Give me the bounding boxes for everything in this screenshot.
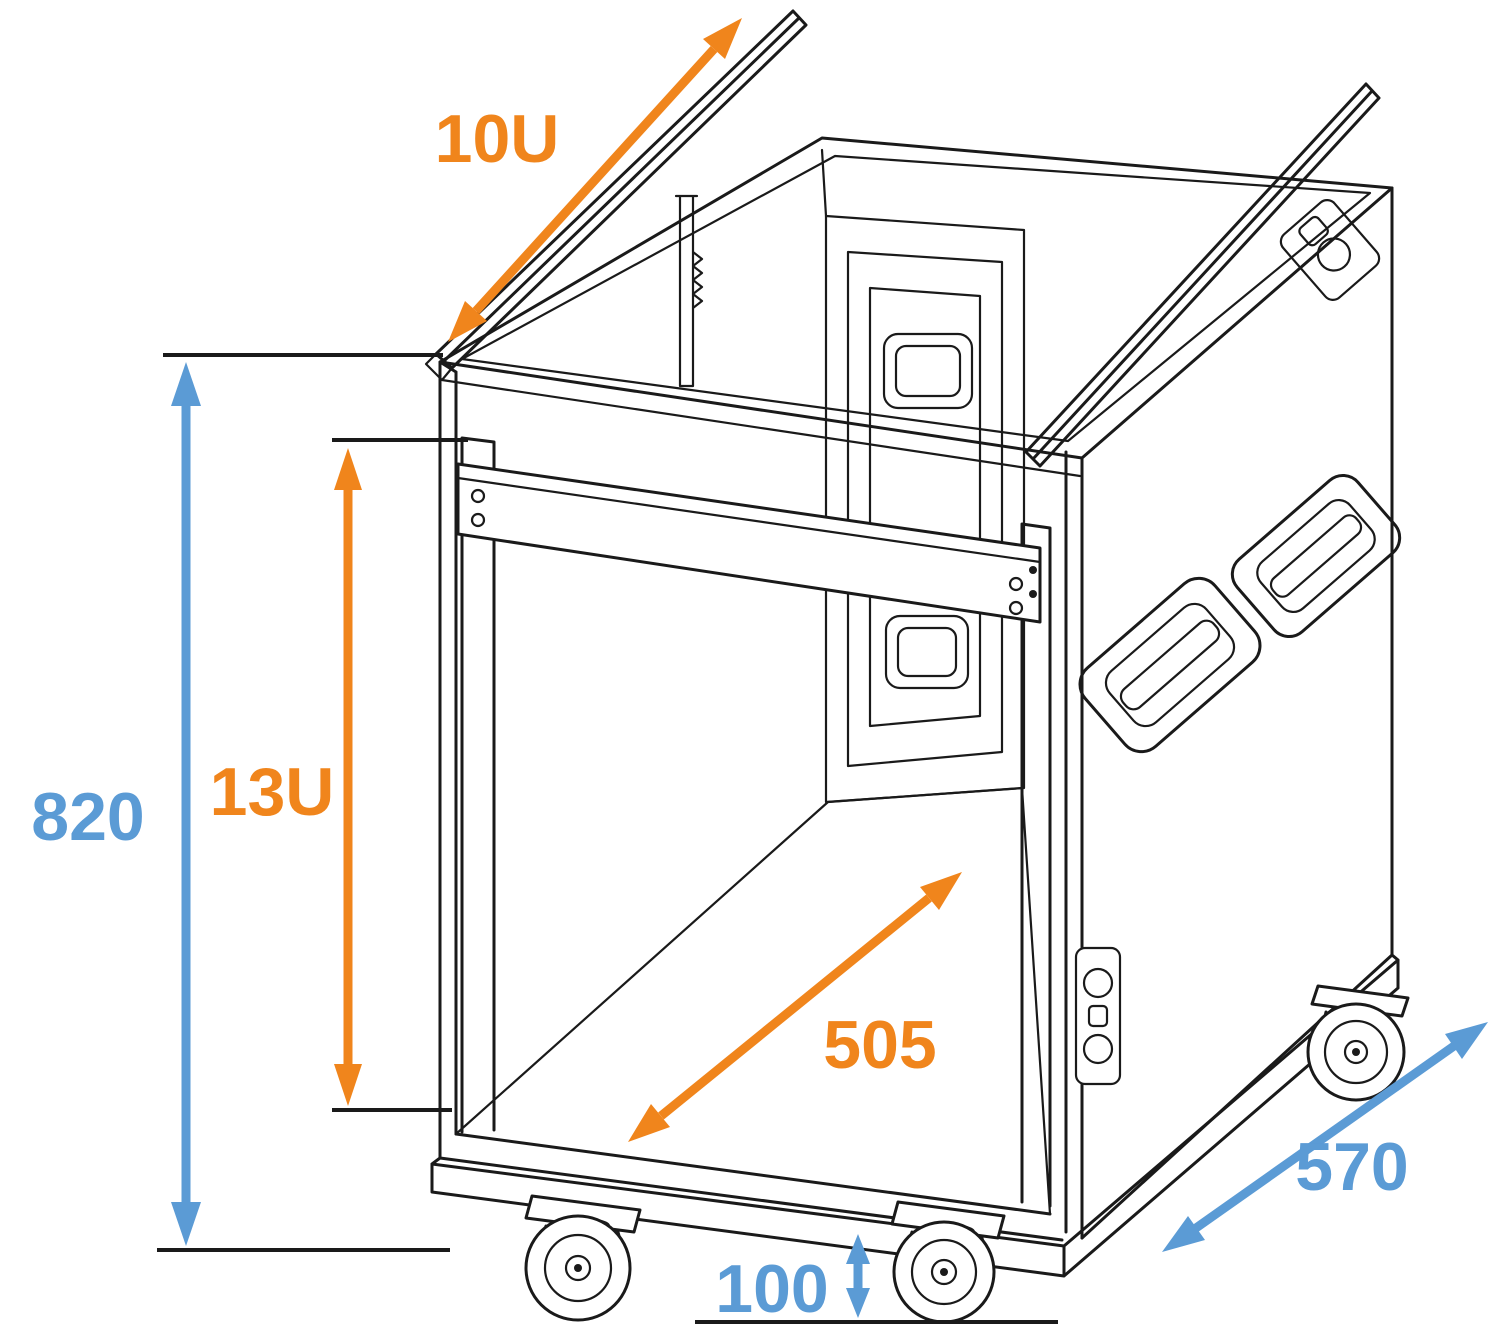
caster-front-right — [890, 1200, 1006, 1324]
dim-front-rack: 13U — [210, 448, 362, 1106]
caster-hub — [564, 1254, 592, 1282]
front-left-rack-rail — [460, 436, 496, 1134]
lid-rails — [424, 9, 1381, 468]
latch-plate — [1279, 199, 1381, 301]
top-rim-outer — [438, 136, 1394, 460]
dim-arrowhead — [703, 18, 742, 59]
top-rim-front-face — [440, 378, 1082, 478]
interior-rim-connector — [820, 148, 828, 218]
caster-wheel-rim — [1323, 1019, 1389, 1085]
caster-axle — [1352, 1048, 1360, 1056]
spring-handle-upper — [1230, 474, 1402, 638]
latch-dish — [1082, 1033, 1114, 1065]
dim-arrowhead — [1445, 1022, 1488, 1059]
handle-grip — [1119, 619, 1221, 711]
right-lid-rail — [1024, 82, 1381, 468]
case-shell — [430, 136, 1400, 1278]
brace-screw — [1029, 590, 1037, 598]
interior-handle-cutout-bottom-inner — [896, 626, 958, 678]
rack-rails-front — [460, 436, 1052, 1208]
case-drawing — [424, 9, 1410, 1324]
interior-back-recess-mid — [846, 250, 1004, 768]
casters — [524, 984, 1410, 1324]
caster-plate — [890, 1200, 1006, 1240]
dim-label-outer-depth: 570 — [1295, 1129, 1408, 1205]
caster-rear-right — [1306, 984, 1410, 1102]
panel-hardware — [1074, 199, 1402, 1086]
brace-screw-hole — [1008, 576, 1024, 592]
interior-handle-cutout-bottom-outer — [884, 614, 970, 690]
dim-arrowhead — [920, 872, 962, 910]
brace-screw-hole — [1008, 600, 1024, 616]
caster-wheel-rim — [543, 1233, 613, 1303]
handle-recess-outer — [1078, 576, 1262, 754]
dim-arrowhead — [846, 1234, 870, 1264]
top-rim-inner — [460, 154, 1372, 443]
interior-handle-cutout-top-inner — [894, 344, 962, 398]
handle-grip — [1269, 514, 1363, 598]
dim-line — [658, 894, 932, 1120]
handle-recess-inner — [1104, 602, 1236, 728]
caster-hub — [1343, 1039, 1369, 1065]
dim-arrowhead — [171, 1202, 201, 1246]
dim-caster-height: 100 — [715, 1234, 870, 1327]
dim-outer-depth: 570 — [1162, 1022, 1488, 1252]
left-lid-rail — [434, 9, 808, 370]
butterfly-latch-top — [1279, 199, 1381, 301]
front-right-rack-rail — [1020, 522, 1052, 1208]
caster-wheel-rim — [910, 1238, 978, 1306]
rack-brace-top-lip — [456, 476, 1042, 564]
base-skid — [430, 953, 1400, 1278]
reference-lines — [157, 353, 1058, 1324]
dim-overall-height: 820 — [31, 362, 201, 1246]
handle-recess-inner — [1256, 498, 1376, 614]
latch-plate — [1074, 946, 1122, 1086]
dim-label-front-rack: 13U — [210, 754, 335, 830]
latch-dish — [1316, 237, 1352, 272]
dim-arrowhead — [1162, 1216, 1205, 1252]
dim-label-overall-height: 820 — [31, 779, 144, 855]
interior-floor — [454, 786, 1052, 1216]
front-left-edge — [438, 360, 458, 1160]
dim-arrowhead — [334, 448, 362, 490]
latch-tongue — [1298, 215, 1329, 247]
lid-stay-ratchet-strut — [674, 194, 704, 388]
front-brace — [456, 462, 1042, 624]
caster-plate — [1310, 984, 1410, 1018]
rack-brace-plank — [456, 462, 1042, 624]
dim-top-rack: 10U — [435, 18, 742, 342]
dim-arrowhead — [171, 362, 201, 406]
caster-axle — [574, 1264, 582, 1272]
dim-arrowhead — [846, 1288, 870, 1318]
dim-line — [1193, 1042, 1457, 1232]
brace-screw-hole — [470, 512, 486, 528]
left-lid-rail-end-cap — [424, 352, 454, 382]
dim-label-top-rack: 10U — [435, 101, 560, 177]
latch-tongue — [1087, 1004, 1109, 1028]
interior — [454, 148, 1052, 1216]
caster-plate — [524, 1194, 642, 1234]
butterfly-latch-front-edge — [1074, 946, 1122, 1086]
dim-arrowhead — [334, 1064, 362, 1106]
latch-dish — [1082, 967, 1114, 999]
caster-hub — [930, 1258, 958, 1286]
brace-screw — [1029, 566, 1037, 574]
dim-arrowhead — [628, 1104, 670, 1142]
spring-handle-lower — [1078, 576, 1262, 754]
dim-label-inner-depth: 505 — [823, 1007, 936, 1083]
handle-recess-outer — [1230, 474, 1402, 638]
caster-axle — [940, 1268, 948, 1276]
brace-screw-hole — [470, 488, 486, 504]
front-right-edge — [1064, 450, 1084, 1240]
dim-inner-depth: 505 — [628, 872, 962, 1142]
interior-handle-cutout-top-outer — [882, 332, 974, 410]
dim-line — [472, 45, 718, 315]
caster-front-left — [524, 1194, 642, 1322]
dim-label-caster-height: 100 — [715, 1251, 828, 1327]
dim-arrowhead — [448, 301, 487, 342]
interior-back-recess-outer — [824, 214, 1026, 804]
